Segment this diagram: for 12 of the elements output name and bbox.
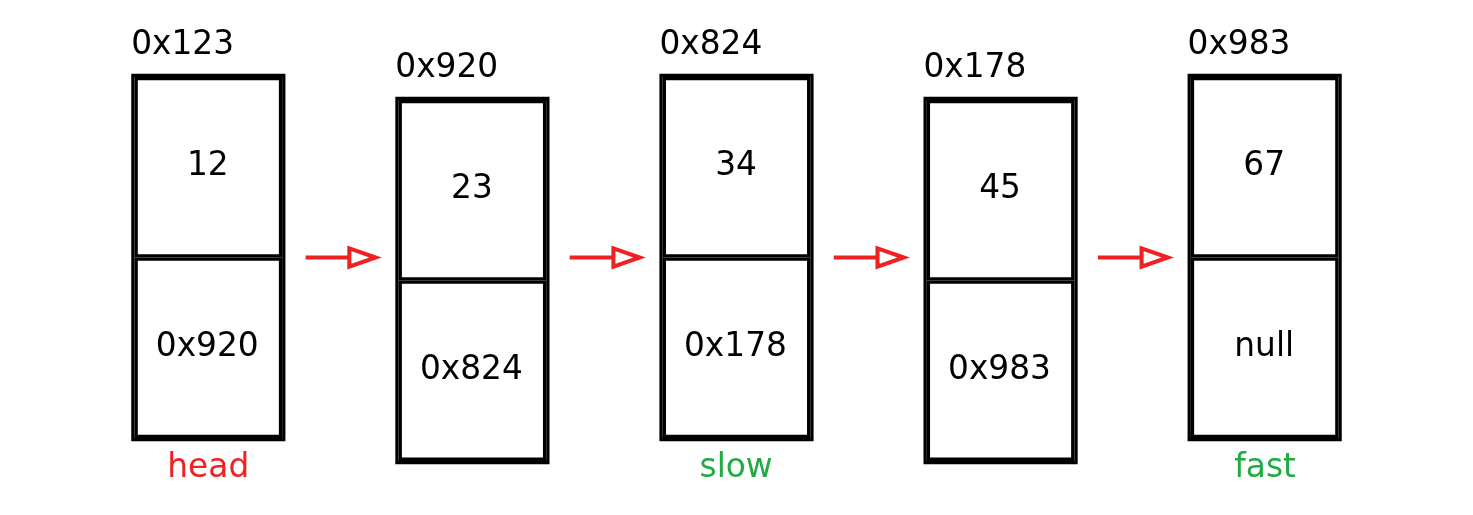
node-label: 0x983 <box>1187 24 1291 63</box>
node-label: fast <box>1234 447 1296 486</box>
arrow <box>569 245 646 270</box>
node-label: 0x824 <box>659 24 763 63</box>
arrow <box>305 245 382 270</box>
node-label: head <box>167 447 250 486</box>
arrow <box>833 245 910 270</box>
node-label: slow <box>699 447 773 486</box>
node-label: 0x123 <box>131 24 235 63</box>
node-label: 0x920 <box>395 47 499 86</box>
node-label: 0x178 <box>923 47 1027 86</box>
arrow <box>1097 245 1175 270</box>
